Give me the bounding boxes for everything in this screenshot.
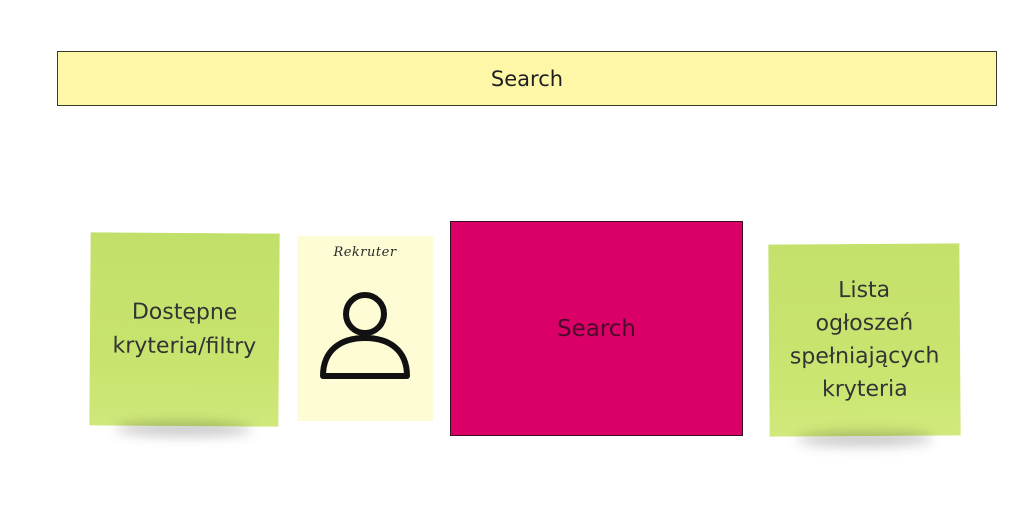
sticky-note-results-list[interactable]: Lista ogłoszeń spełniających kryteria bbox=[768, 243, 961, 437]
user-icon bbox=[320, 292, 410, 379]
persona-label: Rekruter bbox=[333, 245, 397, 260]
event-card-label: Search bbox=[556, 315, 637, 342]
sticky-note-available-filters[interactable]: Dostępne kryteria/filtry bbox=[89, 232, 280, 427]
sticky-note-filters-label: Dostępne kryteria/filtry bbox=[112, 299, 257, 360]
persona-card-recruiter[interactable]: Rekruter bbox=[297, 236, 433, 421]
search-banner[interactable]: Search bbox=[57, 51, 997, 106]
event-card-search[interactable]: Search bbox=[450, 221, 743, 436]
sticky-note-results-label: Lista ogłoszeń spełniających kryteria bbox=[789, 277, 940, 403]
search-banner-label: Search bbox=[490, 66, 564, 91]
